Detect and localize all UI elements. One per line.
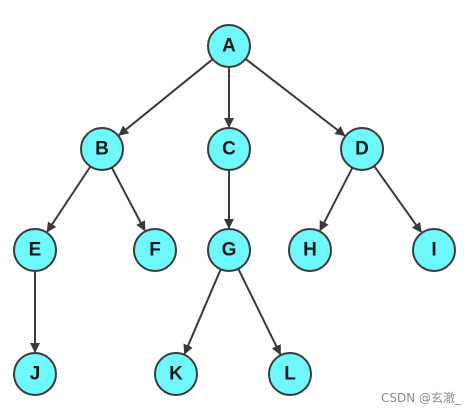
node-d: D (340, 127, 384, 171)
edge-a-b (118, 58, 214, 136)
edges-layer (30, 58, 423, 356)
node-e: E (13, 228, 57, 272)
node-c: C (207, 127, 251, 171)
node-k: K (154, 352, 198, 396)
edge-g-l (237, 268, 282, 356)
node-label: C (222, 139, 236, 160)
node-label: H (303, 240, 317, 261)
node-i: I (412, 228, 456, 272)
node-circle (80, 127, 124, 171)
node-h: H (288, 228, 332, 272)
node-circle (133, 228, 177, 272)
edge-b-f (110, 167, 146, 232)
node-label: A (222, 36, 236, 57)
node-b: B (80, 127, 124, 171)
node-label: F (149, 240, 161, 261)
node-label: K (169, 364, 183, 385)
node-circle (207, 24, 251, 68)
node-label: B (95, 139, 109, 160)
node-label: L (284, 364, 296, 385)
node-label: D (355, 139, 369, 160)
nodes-layer: A B C D E F G H I J K L (13, 24, 456, 396)
edge-a-d (244, 58, 346, 137)
node-circle (13, 228, 57, 272)
node-circle (13, 352, 57, 396)
edge-b-e (46, 165, 92, 233)
watermark: CSDN @玄澈_ (380, 391, 461, 405)
node-label: E (29, 240, 42, 261)
node-circle (288, 228, 332, 272)
node-circle (268, 352, 312, 396)
node-label: G (222, 240, 237, 261)
node-a: A (207, 24, 251, 68)
edge-g-k (183, 268, 222, 355)
node-l: L (268, 352, 312, 396)
node-circle (412, 228, 456, 272)
edge-d-h (319, 167, 354, 232)
edge-d-i (373, 165, 423, 233)
node-f: F (133, 228, 177, 272)
node-g: G (207, 228, 251, 272)
node-circle (340, 127, 384, 171)
node-circle (207, 228, 251, 272)
node-j: J (13, 352, 57, 396)
node-circle (207, 127, 251, 171)
node-label: J (30, 364, 41, 385)
node-circle (154, 352, 198, 396)
node-label: I (431, 240, 436, 261)
